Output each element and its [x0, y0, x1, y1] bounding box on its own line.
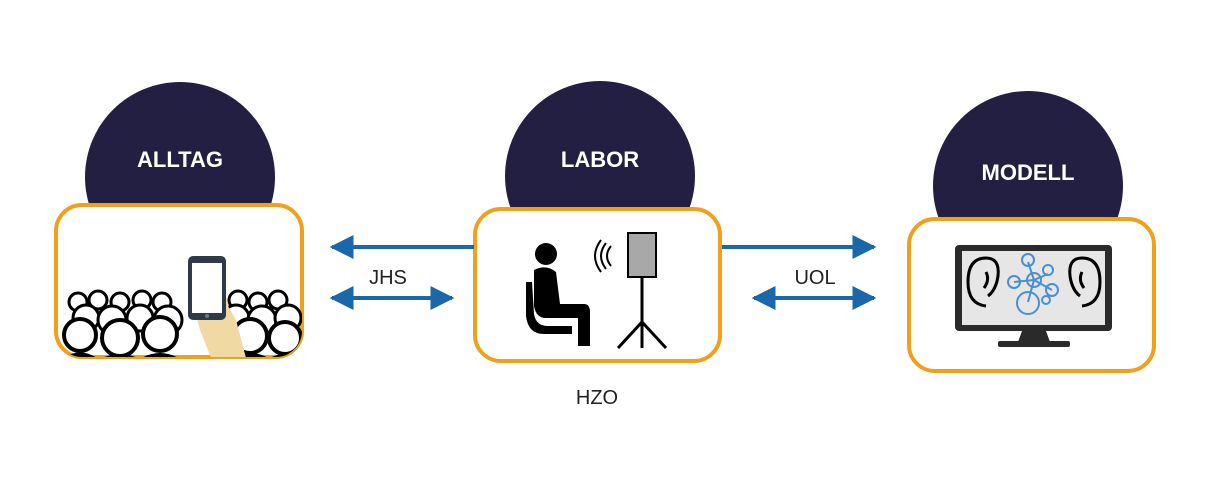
seated-person-icon — [526, 243, 590, 346]
monitor-with-ears-icon — [955, 245, 1112, 347]
link-alltag-labor: JHS — [329, 235, 474, 310]
alltag-label: ALLTAG — [137, 147, 223, 172]
labor-label: LABOR — [561, 147, 639, 172]
labor-box — [473, 207, 722, 363]
smartphone-icon — [188, 256, 226, 320]
node-labor: LABOR HZO — [473, 81, 722, 409]
link-labor-modell: UOL — [722, 235, 877, 310]
crowd-with-phone-icon — [60, 256, 302, 357]
left-ear-icon — [966, 256, 1000, 308]
node-alltag: ALLTAG — [54, 82, 304, 359]
sound-waves-icon — [594, 239, 612, 273]
labor-caption: HZO — [576, 387, 618, 409]
node-modell: MODELL — [907, 91, 1156, 373]
link-right-label: UOL — [794, 267, 835, 289]
link-left-label: JHS — [369, 267, 407, 289]
neural-bubbles-icon — [1007, 253, 1059, 315]
modell-label: MODELL — [982, 160, 1075, 185]
loudspeaker-tripod-icon — [616, 232, 668, 350]
right-ear-icon — [1068, 256, 1102, 308]
